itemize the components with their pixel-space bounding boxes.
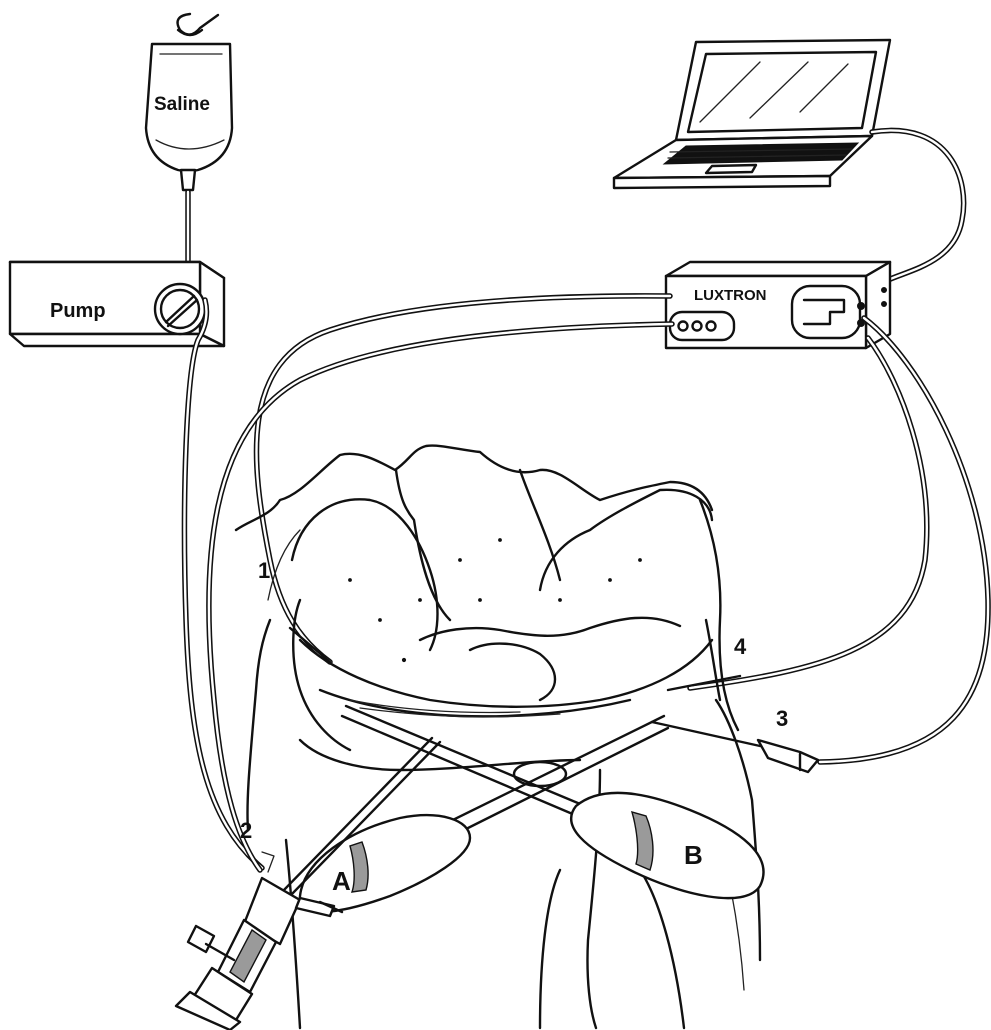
pump-label: Pump [50, 300, 106, 322]
luxtron-display [792, 286, 860, 338]
probe-4-fiber [690, 338, 927, 688]
knee-joint-anatomy [236, 446, 760, 1028]
luxtron-thermometry-unit: LUXTRON [666, 262, 890, 348]
portal-label-3: 3 [776, 706, 788, 731]
portal-label-2: 2 [240, 818, 252, 843]
saline-label: Saline [154, 94, 210, 115]
pump-unit: Pump [10, 262, 224, 346]
probe-3-fiber [820, 318, 988, 762]
cannula-entry-ring [514, 762, 566, 786]
probe-3-needle [652, 722, 818, 772]
portal-label-4: 4 [734, 634, 747, 659]
luxtron-label: LUXTRON [694, 287, 767, 304]
probe-1-fiber [256, 296, 670, 662]
instrument-a-label: A [332, 866, 351, 896]
saline-bag: Saline [146, 14, 232, 190]
laptop-computer [614, 40, 890, 188]
instrument-b-label: B [684, 840, 703, 870]
laptop-cable [872, 130, 964, 280]
portal-label-1: 1 [258, 558, 270, 583]
probe-1-tip [290, 628, 330, 662]
instrument-b-handle: B [571, 793, 763, 898]
instrument-a-handle: A [300, 815, 470, 912]
